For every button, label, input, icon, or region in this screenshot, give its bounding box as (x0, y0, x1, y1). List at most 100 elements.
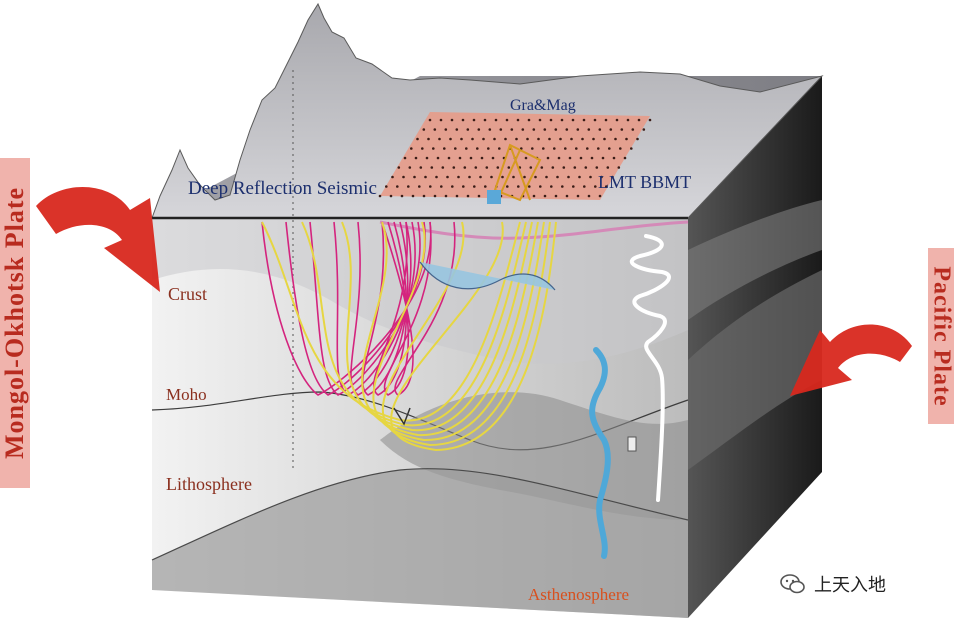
survey-dot (416, 137, 419, 141)
survey-dot (597, 147, 600, 150)
refraction-raypath (361, 221, 539, 437)
survey-dot (463, 166, 467, 169)
sensor-box (487, 190, 501, 204)
survey-dot (454, 147, 457, 150)
survey-dot (447, 156, 451, 160)
survey-dot (484, 185, 487, 188)
pacific-plate-label: Pacific Plate (928, 265, 954, 407)
label-lithosphere: Lithosphere (166, 474, 252, 494)
survey-dot (583, 185, 586, 188)
survey-dot (477, 194, 481, 198)
survey-dot (529, 166, 533, 169)
survey-dot (523, 175, 526, 179)
seismic-raypath (261, 221, 432, 396)
survey-dot (611, 175, 614, 179)
survey-dot (455, 128, 459, 131)
survey-dot (466, 194, 470, 198)
survey-dot (637, 118, 641, 122)
refraction-raypath (372, 221, 545, 442)
survey-dot (425, 156, 429, 160)
survey-dot (504, 137, 507, 141)
survey-dot (389, 194, 393, 198)
survey-dot (397, 166, 401, 169)
survey-dot (479, 175, 482, 179)
survey-dot (581, 137, 584, 141)
survey-dot (436, 156, 440, 160)
survey-dot (498, 147, 501, 150)
survey-dot (512, 175, 515, 179)
side-layer-lithosphere (688, 270, 822, 470)
survey-dot (560, 118, 564, 122)
survey-dot (490, 175, 493, 179)
survey-dot (506, 185, 509, 188)
survey-dot (472, 118, 476, 122)
survey-dot (480, 156, 484, 160)
survey-dot (534, 175, 537, 179)
survey-dot (402, 175, 405, 179)
survey-dot (428, 118, 432, 122)
survey-dot (444, 194, 448, 198)
label-deep-reflection-seismic: Deep Reflection Seismic (188, 178, 377, 199)
refraction-raypath (261, 221, 521, 422)
survey-dot (586, 147, 589, 150)
survey-dot (554, 128, 558, 131)
survey-dot (455, 194, 459, 198)
label-gra-mag: Gra&Mag (510, 97, 576, 114)
survey-dot (443, 147, 446, 150)
survey-dot (631, 128, 635, 131)
survey-dot (606, 166, 610, 169)
mongol-okhotsk-plate-label: Mongol-Okhotsk Plate (0, 186, 30, 460)
survey-dot (604, 118, 608, 122)
survey-dot (623, 156, 627, 160)
survey-dot (424, 175, 427, 179)
survey-dot (538, 118, 542, 122)
survey-dot (620, 128, 624, 131)
survey-dot (396, 185, 399, 188)
survey-dot (595, 166, 599, 169)
survey-dot (403, 156, 407, 160)
survey-dot (460, 137, 463, 141)
survey-dot (450, 118, 454, 122)
survey-dot (413, 175, 416, 179)
survey-dot (587, 128, 591, 131)
asthenosphere-upwelling-curve (589, 347, 611, 559)
refraction-raypaths (261, 221, 557, 452)
survey-dot (400, 194, 404, 198)
survey-dot (493, 137, 496, 141)
survey-dot (433, 194, 437, 198)
survey-dot (587, 194, 591, 198)
survey-dot (457, 175, 460, 179)
seismic-raypath (350, 221, 412, 396)
survey-dot (408, 166, 412, 169)
mongol-okhotsk-plate-banner: Mongol-Okhotsk Plate (0, 158, 30, 488)
survey-dot (615, 118, 619, 122)
survey-dot (540, 166, 544, 169)
survey-dot (410, 147, 413, 150)
survey-dot (575, 147, 578, 150)
survey-dot (594, 185, 597, 188)
survey-dot (414, 156, 418, 160)
refraction-raypath (341, 221, 533, 432)
survey-dot (531, 147, 534, 150)
survey-dot (571, 118, 575, 122)
survey-dot (418, 185, 421, 188)
label-asthenosphere: Asthenosphere (528, 585, 629, 604)
asthenosphere-region (152, 468, 688, 618)
survey-dot (648, 118, 652, 122)
survey-dot (559, 137, 562, 141)
survey-dot (433, 128, 437, 131)
survey-dot (458, 156, 462, 160)
survey-dot (516, 118, 520, 122)
survey-dot (598, 128, 602, 131)
survey-dot (579, 156, 583, 160)
survey-dot (609, 128, 613, 131)
survey-dot (601, 156, 605, 160)
survey-dot (532, 128, 536, 131)
survey-dot (452, 166, 456, 169)
survey-dot (573, 166, 577, 169)
survey-dot (488, 128, 492, 131)
mongol-okhotsk-arrow (36, 186, 160, 292)
survey-dot (505, 118, 509, 122)
survey-dot (483, 118, 487, 122)
survey-dot (528, 185, 531, 188)
